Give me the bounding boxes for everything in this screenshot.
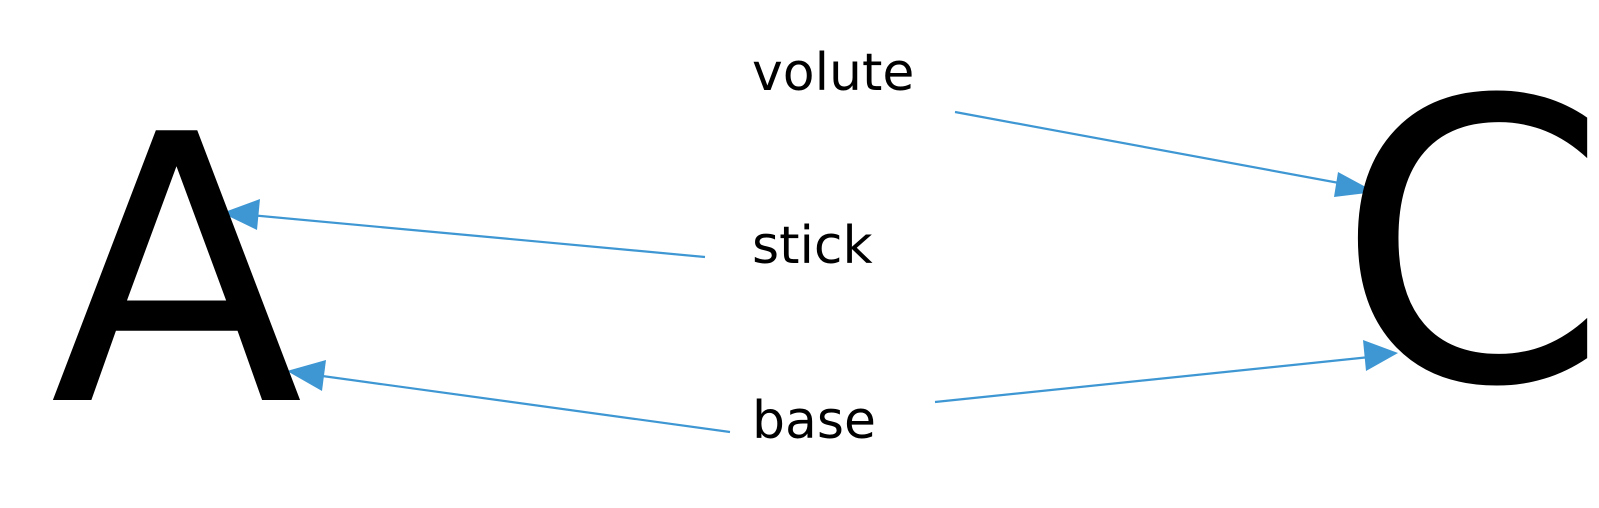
- label-stick: stick: [752, 216, 873, 276]
- arrowhead-base-to-a: [287, 360, 326, 391]
- letter-c: C: [1336, 18, 1599, 472]
- arrowhead-volute-to-c: [1334, 172, 1375, 197]
- arrow-volute-to-c: [954, 110, 1351, 187]
- label-volute: volute: [752, 43, 915, 103]
- arrow-base-to-a: [314, 373, 731, 434]
- label-base: base: [752, 391, 876, 451]
- letter-a: A: [50, 58, 303, 488]
- arrow-base-to-c: [934, 355, 1371, 404]
- arrowhead-base-to-c: [1363, 340, 1398, 371]
- arrowhead-stick-to-a: [222, 199, 260, 230]
- arrow-stick-to-a: [249, 213, 706, 259]
